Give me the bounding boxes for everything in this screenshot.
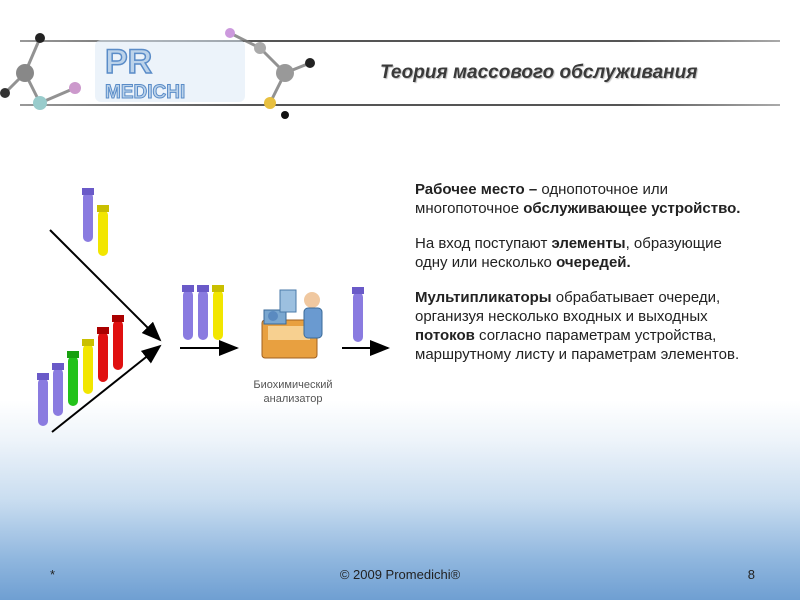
analyzer-icon bbox=[261, 289, 323, 359]
term-streams: потоков bbox=[415, 327, 475, 344]
footer-marker: * bbox=[50, 567, 56, 582]
header-line-top bbox=[20, 40, 780, 42]
arrow-in-top bbox=[49, 229, 162, 342]
logo-text-top: PR bbox=[105, 43, 152, 81]
content-text: Рабочее место – однопоточное или многопо… bbox=[415, 180, 755, 380]
footer-copyright: © 2009 Promedichi® bbox=[339, 567, 461, 582]
paragraph-workplace: Рабочее место – однопоточное или многопо… bbox=[415, 180, 755, 218]
arrow-in-bottom bbox=[51, 344, 162, 433]
logo-text-bottom: MEDICHI bbox=[105, 82, 185, 103]
tube-group-queue bbox=[182, 285, 224, 340]
text-span: однопоточное или многопоточное bbox=[415, 181, 669, 217]
term-workplace: Рабочее место – bbox=[415, 181, 538, 198]
term-serving-device: обслуживающее устройство. bbox=[523, 200, 741, 217]
term-multipliers: Мультипликаторы bbox=[415, 289, 552, 306]
text-span: На вход поступают bbox=[415, 235, 552, 252]
paragraph-multipliers: Мультипликаторы обрабатывает очереди, ор… bbox=[415, 288, 755, 364]
analyzer-caption: Биохимический анализатор bbox=[238, 378, 348, 406]
page-number: 8 bbox=[747, 567, 755, 582]
paragraph-elements: На вход поступают элементы, образующие о… bbox=[415, 234, 755, 272]
analyzer-caption-line1: Биохимический bbox=[253, 379, 333, 391]
text-span: обрабатывает очереди, организуя нескольк… bbox=[415, 289, 721, 325]
analyzer-caption-line2: анализатор bbox=[263, 393, 323, 405]
term-queues: очередей. bbox=[556, 254, 631, 271]
promedichi-logo: PR MEDICHI bbox=[0, 28, 315, 119]
slide-title: Теория массового обслуживания bbox=[380, 62, 698, 83]
text-span: согласно параметрам устройства, маршрутн… bbox=[415, 327, 740, 363]
tube-group-top bbox=[82, 188, 109, 256]
text-span: , образующие одну или несколько bbox=[415, 235, 722, 271]
tube-group-bottom bbox=[37, 315, 124, 426]
queue-diagram bbox=[37, 188, 390, 433]
header-line-bottom bbox=[20, 104, 780, 106]
term-elements: элементы bbox=[551, 235, 626, 252]
tube-output bbox=[352, 287, 364, 342]
